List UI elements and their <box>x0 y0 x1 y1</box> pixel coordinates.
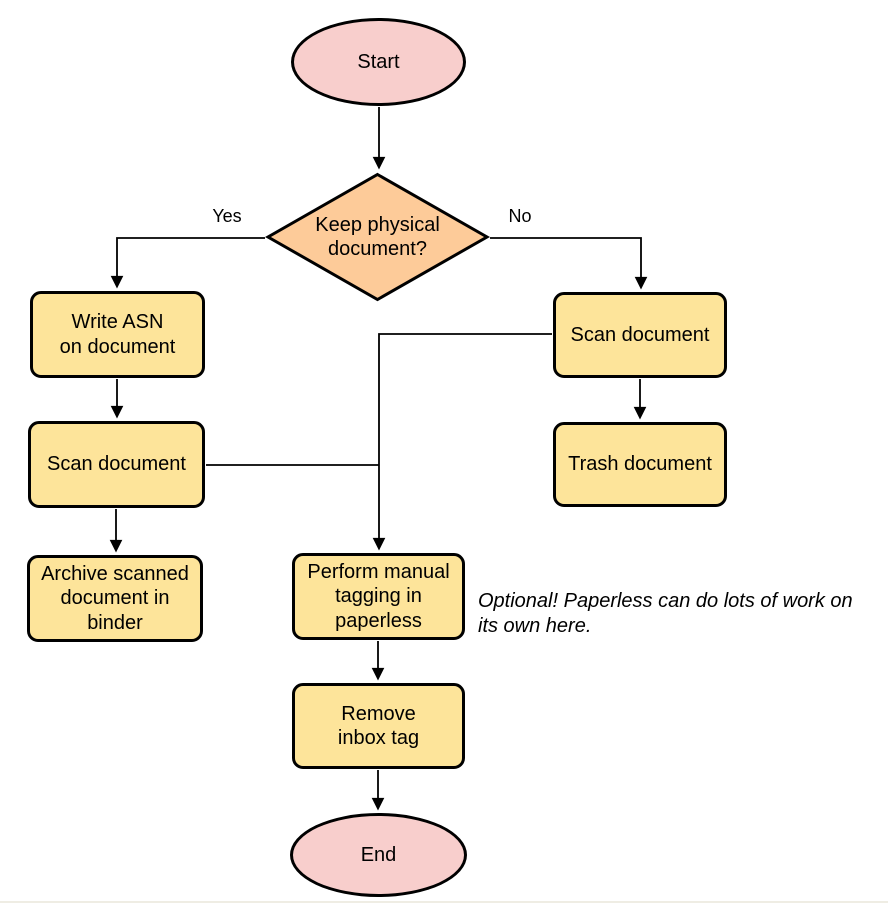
node-remove-inbox-tag: Remove inbox tag <box>292 683 465 769</box>
node-decision-label: Keep physical document? <box>315 213 440 260</box>
diamond-shape <box>265 172 490 302</box>
node-start: Start <box>291 18 466 106</box>
node-manual-tagging: Perform manual tagging in paperless <box>292 553 465 640</box>
node-write-asn-label: Write ASN on document <box>59 311 176 358</box>
node-start-label: Start <box>357 50 400 73</box>
node-scan-document-left-label: Scan document <box>47 453 186 476</box>
edge-scan-right-to-tagging <box>372 333 552 551</box>
node-scan-document-right: Scan document <box>553 292 727 378</box>
node-remove-inbox-tag-label: Remove inbox tag <box>337 702 420 749</box>
annotation-optional-note: Optional! Paperless can do lots of work … <box>478 590 853 637</box>
edge-label-no: No <box>508 206 532 226</box>
node-decision-keep-physical: Keep physical document? <box>265 172 490 302</box>
edge-decision-no-to-scan-right <box>490 237 648 290</box>
node-end-label: End <box>360 843 397 866</box>
node-scan-document-right-label: Scan document <box>570 323 710 346</box>
node-end: End <box>290 813 467 897</box>
node-archive-binder: Archive scanned document in binder <box>27 555 203 642</box>
node-manual-tagging-label: Perform manual tagging in paperless <box>307 560 450 632</box>
node-trash-document-label: Trash document <box>568 453 712 476</box>
node-scan-document-left: Scan document <box>28 421 205 508</box>
node-write-asn: Write ASN on document <box>30 291 205 378</box>
edge-decision-yes-to-write-asn <box>110 237 265 289</box>
node-trash-document: Trash document <box>553 422 727 507</box>
edge-label-yes: Yes <box>212 206 242 226</box>
page-bottom-rule <box>0 901 888 903</box>
node-archive-binder-label: Archive scanned document in binder <box>41 562 189 634</box>
